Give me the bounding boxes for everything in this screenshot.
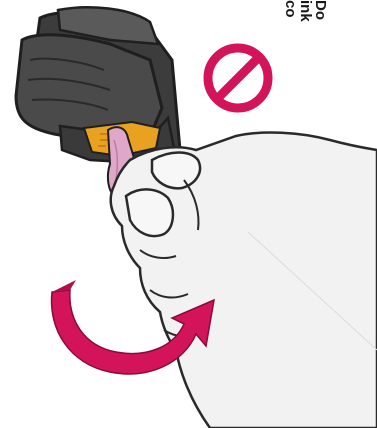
ink-cartridge-icon <box>16 7 180 164</box>
warning-line-2: ink <box>298 0 313 104</box>
warning-line-1: Do <box>313 0 328 104</box>
prohibited-icon <box>208 48 268 108</box>
warning-text: Do ink co <box>276 0 328 104</box>
hand-icon <box>111 133 377 428</box>
warning-line-3: co <box>283 0 298 104</box>
